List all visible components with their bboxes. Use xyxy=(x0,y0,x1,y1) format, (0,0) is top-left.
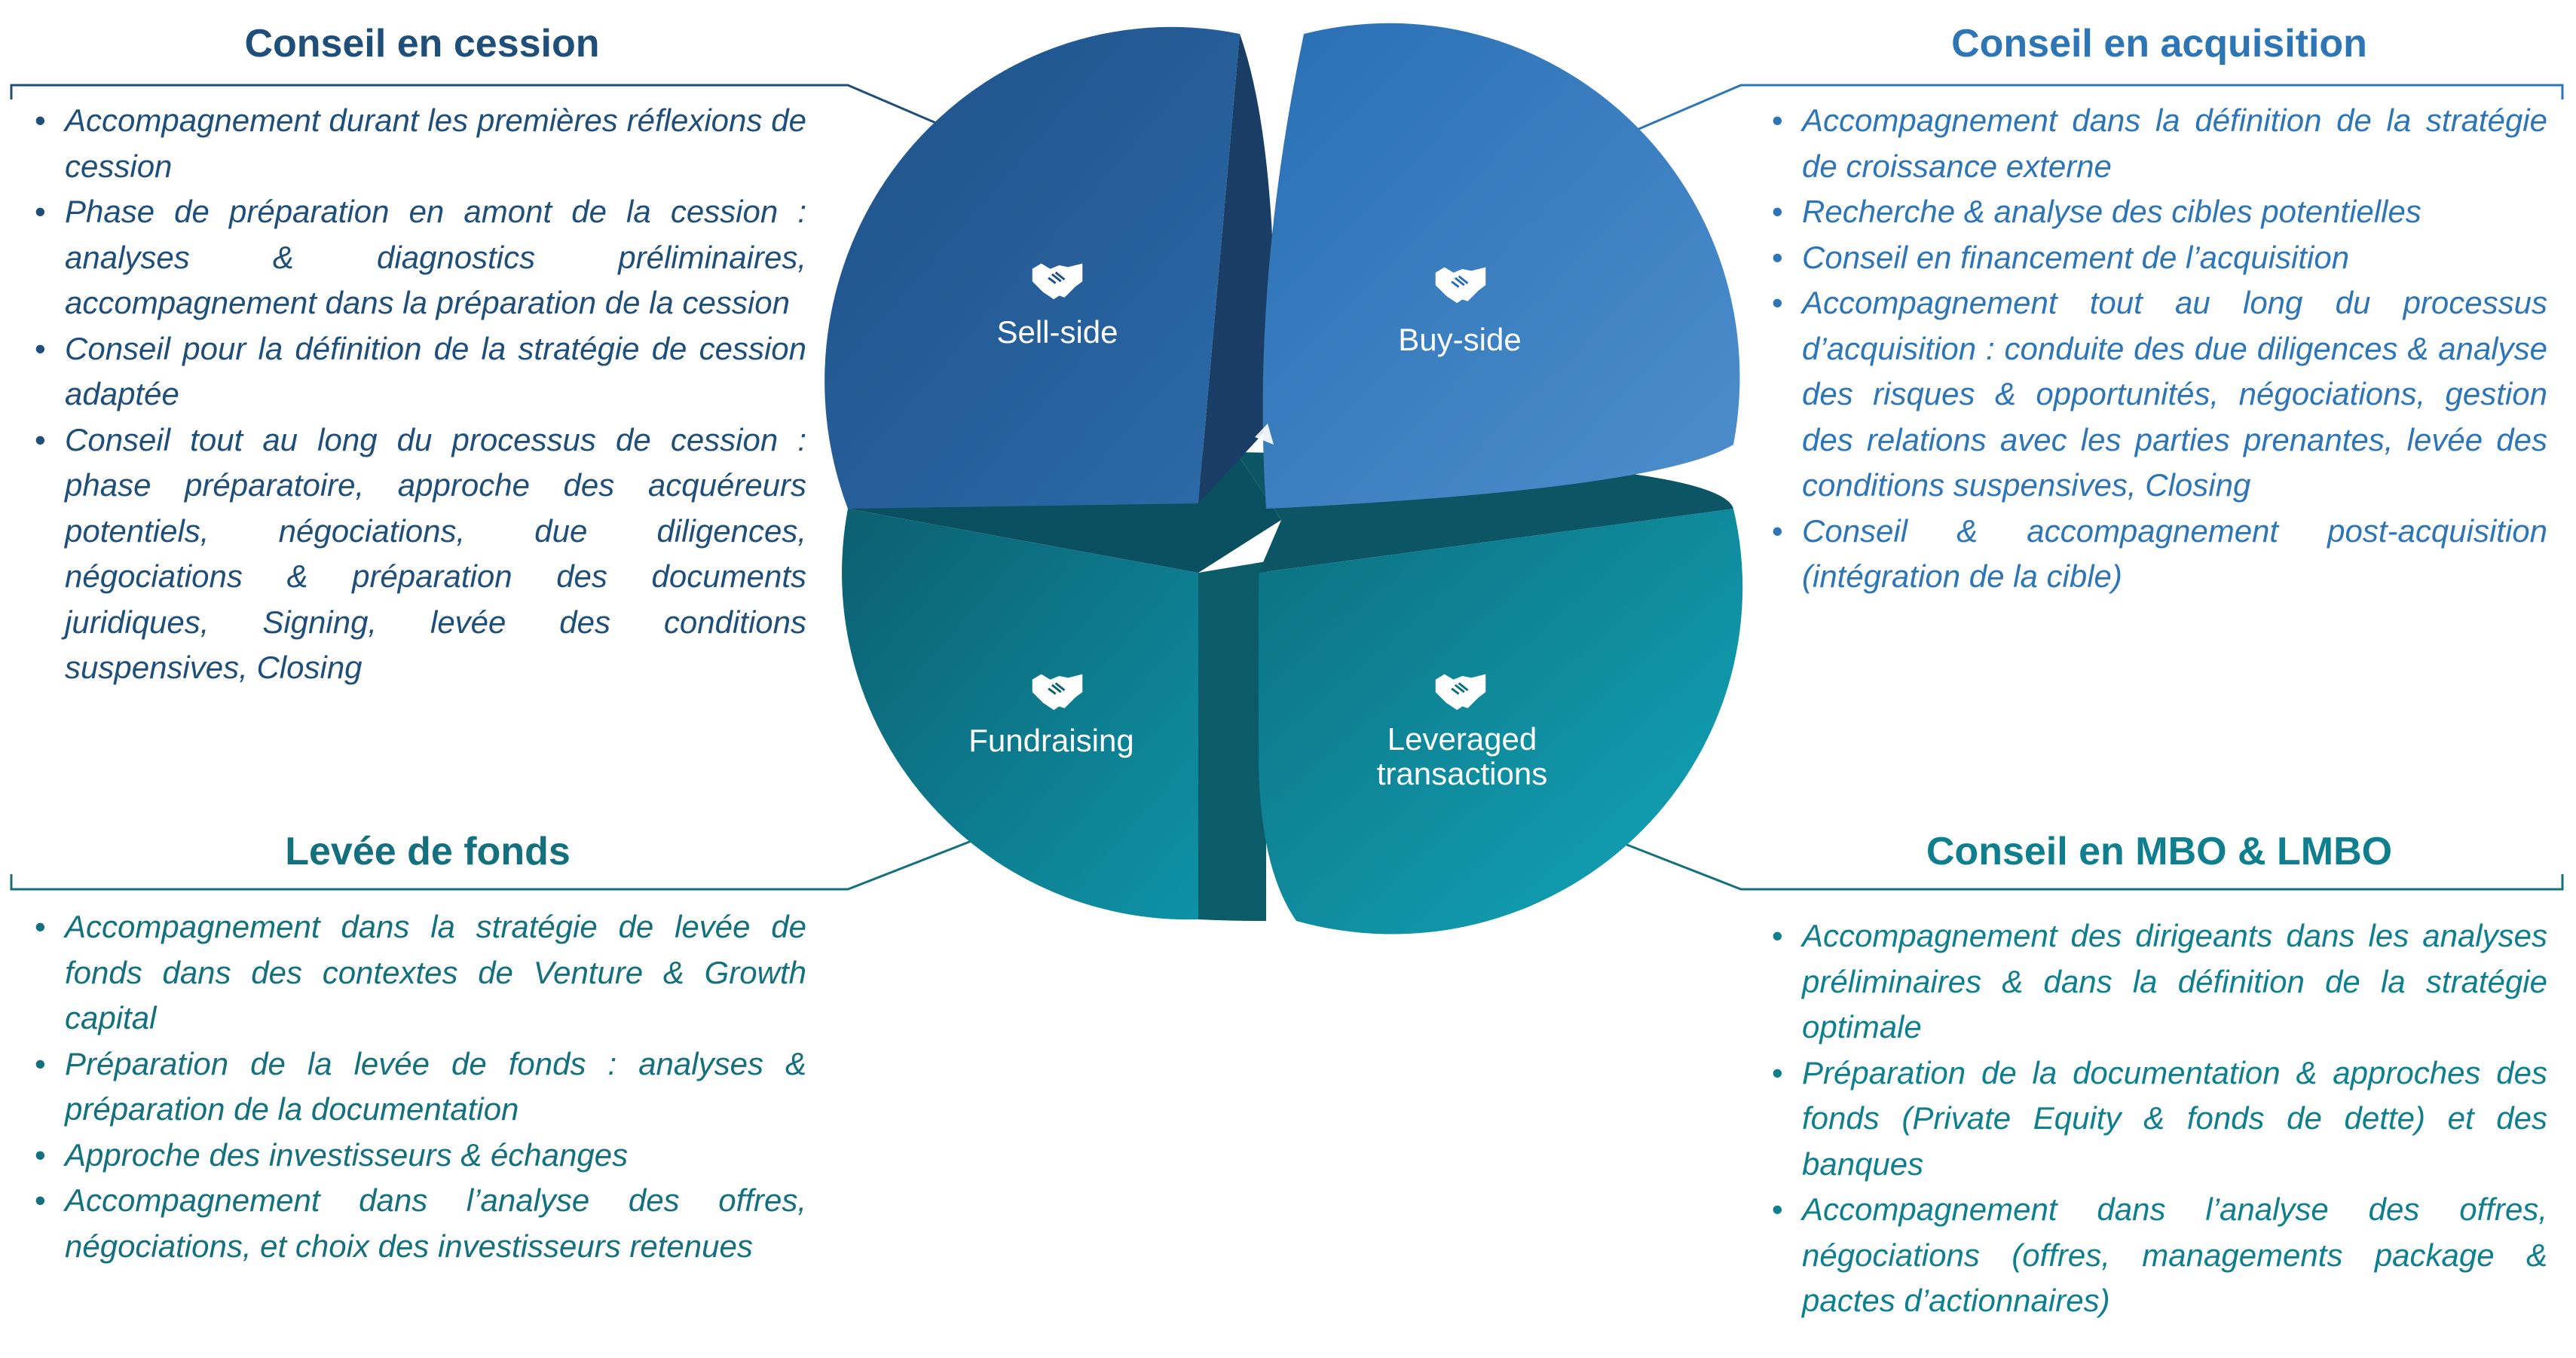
section-title-cession: Conseil en cession xyxy=(244,22,600,66)
handshake-icon xyxy=(1435,674,1486,711)
list-item: Accompagnement tout au long du processus… xyxy=(1767,280,2547,509)
list-item: Conseil en financement de l’acquisition xyxy=(1767,235,2547,281)
list-item: Conseil pour la définition de la stratég… xyxy=(30,326,806,417)
list-item: Préparation de la levée de fonds : analy… xyxy=(30,1041,806,1133)
list-item: Recherche & analyse des cibles potentiel… xyxy=(1767,189,2547,235)
list-item: Accompagnement dans la définition de la … xyxy=(1767,98,2547,189)
quadrant-buy-side xyxy=(1262,23,1740,509)
quadrant-label-sell-side: Sell-side xyxy=(996,314,1118,350)
handshake-icon xyxy=(1032,674,1083,711)
bullet-list-mbo: Accompagnement des dirigeants dans les a… xyxy=(1767,913,2547,1324)
list-item: Conseil tout au long du processus de ces… xyxy=(30,417,806,691)
list-item: Accompagnement dans l’analyse des offres… xyxy=(30,1178,806,1269)
quadrant-fundraising xyxy=(842,509,1198,920)
list-item: Accompagnement des dirigeants dans les a… xyxy=(1767,913,2547,1051)
quadrant-sell-side-inner xyxy=(1198,34,1275,503)
handshake-icon xyxy=(1032,263,1083,300)
quadrant-label-leveraged: Leveraged transactions xyxy=(1376,721,1548,791)
handshake-icon xyxy=(1435,267,1486,304)
list-item: Approche des investisseurs & échanges xyxy=(30,1133,806,1179)
list-item: Conseil & accompagnement post-acquisitio… xyxy=(1767,509,2547,600)
sphere-center-notch xyxy=(1255,424,1274,445)
lower-disc-top-left xyxy=(848,452,1281,573)
quadrant-fundraising-side xyxy=(1198,561,1266,921)
lower-disc-top-right xyxy=(1236,452,1733,573)
list-item: Accompagnement dans la stratégie de levé… xyxy=(30,904,806,1041)
list-item: Préparation de la documentation & approc… xyxy=(1767,1051,2547,1188)
quadrant-label-buy-side: Buy-side xyxy=(1398,322,1522,357)
section-title-mbo: Conseil en MBO & LMBO xyxy=(1926,830,2393,873)
section-title-fonds: Levée de fonds xyxy=(285,830,571,873)
list-item: Accompagnement durant les premières réfl… xyxy=(30,98,806,189)
bullet-list-acquisition: Accompagnement dans la définition de la … xyxy=(1767,98,2547,600)
list-item: Phase de préparation en amont de la cess… xyxy=(30,189,806,326)
list-item: Accompagnement dans l’analyse des offres… xyxy=(1767,1187,2547,1324)
bullet-list-fonds: Accompagnement dans la stratégie de levé… xyxy=(30,904,806,1269)
bullet-list-cession: Accompagnement durant les premières réfl… xyxy=(30,98,806,691)
section-title-acquisition: Conseil en acquisition xyxy=(1951,22,2367,66)
quadrant-label-fundraising: Fundraising xyxy=(968,723,1134,758)
